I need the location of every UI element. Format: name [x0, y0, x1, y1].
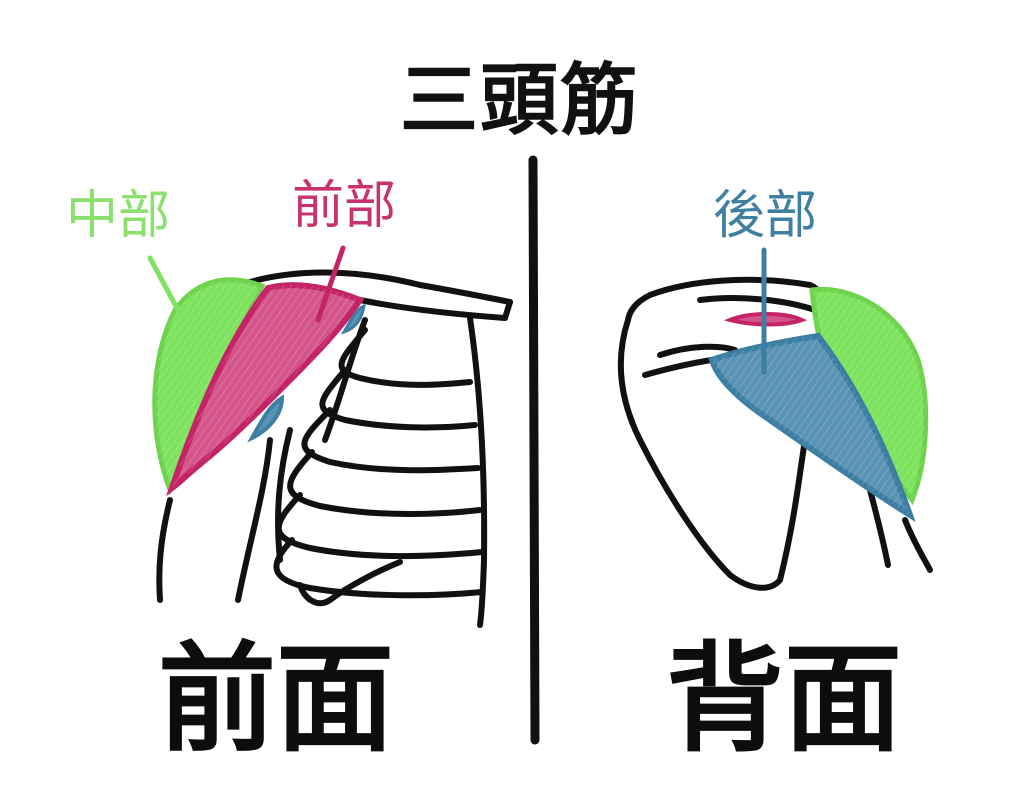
middle-head-label: 中部: [66, 186, 171, 246]
front-view-caption: 前面: [158, 630, 395, 768]
posterior-deltoid-front-glimpse: [247, 394, 285, 443]
middle-pointer-line: [147, 255, 181, 313]
posterior-head-label: 後部: [713, 186, 818, 246]
anterior-pointer-line: [315, 245, 346, 323]
anterior-head-label: 前部: [292, 176, 397, 236]
posterior-sliver-front: [340, 303, 366, 335]
page-title: 三頭筋: [400, 56, 641, 146]
center-divider: [528, 155, 540, 745]
front-view-figure: [156, 269, 513, 628]
back-view-caption: 背面: [666, 630, 903, 768]
